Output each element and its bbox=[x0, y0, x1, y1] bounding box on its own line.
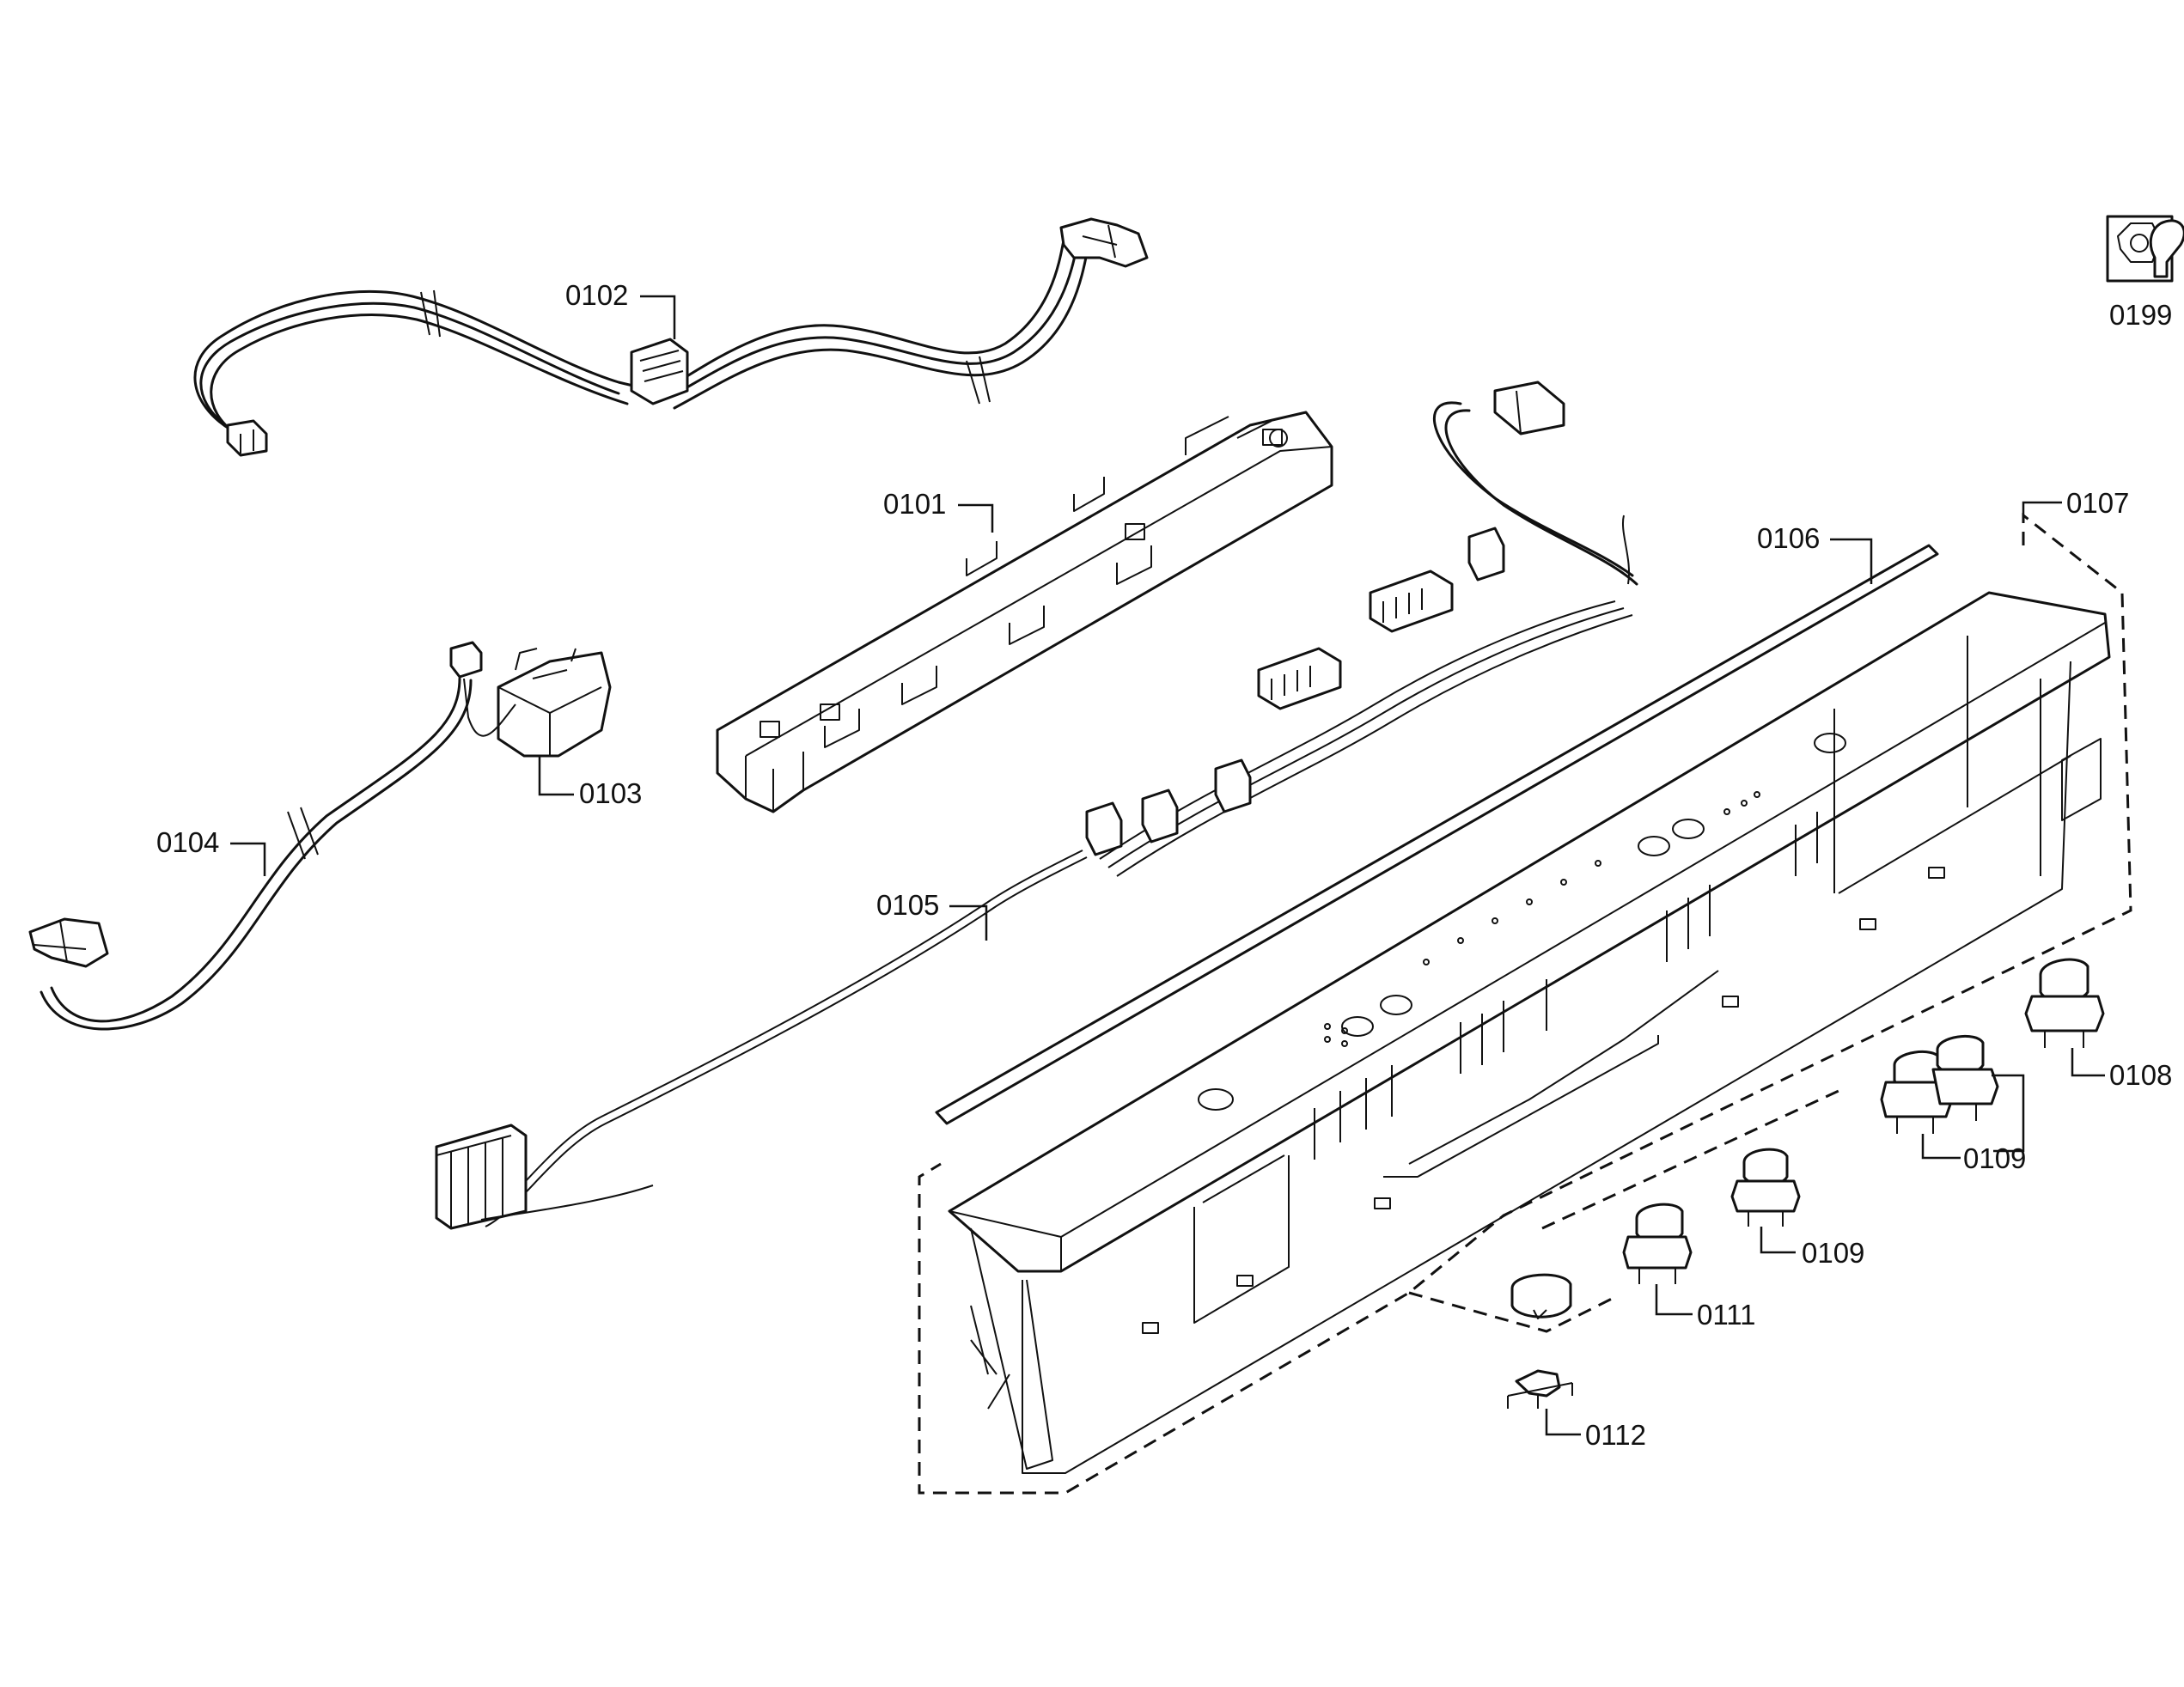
label-0103: 0103 bbox=[579, 777, 642, 809]
label-0109-lower: 0109 bbox=[1802, 1237, 1864, 1269]
knob-0112[interactable] bbox=[1507, 1273, 1573, 1409]
label-0105: 0105 bbox=[876, 889, 939, 921]
control-module-0101[interactable] bbox=[716, 411, 1333, 813]
switch-0103[interactable] bbox=[449, 641, 612, 758]
label-0108: 0108 bbox=[2109, 1059, 2172, 1091]
button-0109-lower[interactable] bbox=[1730, 1148, 1801, 1227]
control-panel-0107[interactable] bbox=[918, 512, 2132, 1495]
callout-0112: 0112 bbox=[1545, 1409, 1646, 1451]
label-0101: 0101 bbox=[883, 488, 946, 520]
callout-0103: 0103 bbox=[538, 756, 642, 809]
callout-0102: 0102 bbox=[565, 279, 676, 339]
callout-0199: 0199 bbox=[2109, 299, 2172, 331]
callout-0105: 0105 bbox=[876, 889, 988, 941]
label-0102: 0102 bbox=[565, 279, 628, 311]
button-pair-0109-upper[interactable] bbox=[1880, 1035, 1999, 1134]
callout-0109-upper: 0109 bbox=[1921, 1074, 2026, 1174]
callout-0108: 0108 bbox=[2071, 1048, 2172, 1091]
gasket-strip-0106[interactable] bbox=[935, 544, 1939, 1125]
button-0111[interactable] bbox=[1622, 1203, 1693, 1284]
label-0104: 0104 bbox=[156, 826, 219, 858]
callout-0104: 0104 bbox=[156, 826, 266, 876]
label-0111: 0111 bbox=[1697, 1299, 1756, 1331]
callout-0101: 0101 bbox=[883, 488, 994, 533]
callout-0109-lower: 0109 bbox=[1760, 1227, 1864, 1269]
label-0112: 0112 bbox=[1585, 1419, 1646, 1451]
callout-0107: 0107 bbox=[2022, 487, 2129, 519]
label-0109-upper: 0109 bbox=[1963, 1142, 2026, 1174]
label-0106: 0106 bbox=[1757, 522, 1820, 554]
label-0199: 0199 bbox=[2109, 299, 2172, 331]
cable-bundle-0105[interactable] bbox=[435, 381, 1638, 1230]
label-0107: 0107 bbox=[2066, 487, 2129, 519]
callout-0111: 0111 bbox=[1655, 1284, 1756, 1331]
button-0108[interactable] bbox=[2024, 958, 2105, 1048]
wire-harness-0102[interactable] bbox=[193, 217, 1149, 457]
cable-0104[interactable] bbox=[28, 677, 473, 1031]
callout-0106: 0106 bbox=[1757, 522, 1873, 584]
wrench-hex-nut-icon bbox=[2106, 215, 2184, 283]
